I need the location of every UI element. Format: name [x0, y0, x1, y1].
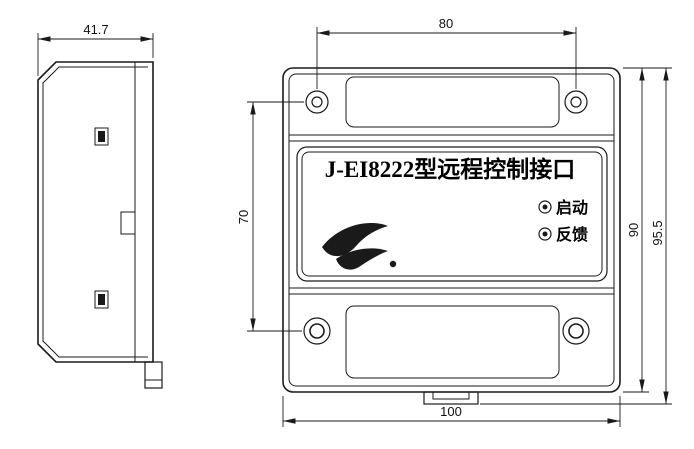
- side-din-notch: [120, 211, 136, 235]
- bottom-terminal-cover: [345, 305, 560, 379]
- dim-side-depth: 41.7: [37, 22, 154, 76]
- dim-value-90: 90: [626, 223, 641, 237]
- mounting-hole-bottom-left: [303, 317, 331, 345]
- side-bottom-tab: [144, 361, 163, 389]
- dim-value-100: 100: [440, 404, 462, 419]
- dim-value-side-depth: 41.7: [83, 22, 108, 37]
- mounting-hole-top-right: [564, 90, 588, 114]
- mounting-hole-top-left: [305, 90, 329, 114]
- dim-body-height: 90: [623, 67, 672, 393]
- indicator-start-label: 启动: [556, 198, 588, 217]
- din-rail-tab: [423, 391, 479, 405]
- dim-value-70: 70: [236, 210, 251, 224]
- dim-value-80: 80: [439, 16, 453, 31]
- faceplate-inner: [301, 151, 603, 277]
- side-view: [37, 61, 163, 389]
- side-inner-profile: [42, 66, 148, 358]
- dim-overall-height: 95.5: [480, 68, 672, 405]
- led-feedback-dot: [542, 231, 548, 237]
- indicator-start: 启动: [538, 198, 588, 217]
- front-view: J-EI8222型远程控制接口 启动 反馈: [282, 67, 621, 405]
- front-body-inner: [288, 73, 615, 387]
- dim-hole-spacing-vertical: 70: [236, 101, 304, 332]
- dim-body-width: 100: [282, 396, 621, 427]
- led-start-icon: [538, 200, 552, 214]
- product-title: J-EI8222型远程控制接口: [325, 156, 575, 182]
- indicator-feedback-label: 反馈: [556, 225, 588, 244]
- dim-value-95-5: 95.5: [650, 220, 665, 245]
- faceplate-outer: [296, 146, 608, 282]
- side-outer-profile: [37, 61, 154, 363]
- dim-hole-spacing-horizontal: 80: [316, 16, 577, 89]
- side-slot-bottom: [94, 290, 109, 309]
- brand-logo-icon: [322, 222, 397, 270]
- led-start-dot: [542, 204, 548, 210]
- faceplate: J-EI8222型远程控制接口 启动 反馈: [296, 146, 608, 282]
- side-slot-top: [94, 127, 109, 146]
- led-feedback-icon: [538, 227, 552, 241]
- indicator-feedback: 反馈: [538, 225, 588, 244]
- mounting-hole-bottom-right: [562, 317, 590, 345]
- top-terminal-cover: [345, 76, 560, 128]
